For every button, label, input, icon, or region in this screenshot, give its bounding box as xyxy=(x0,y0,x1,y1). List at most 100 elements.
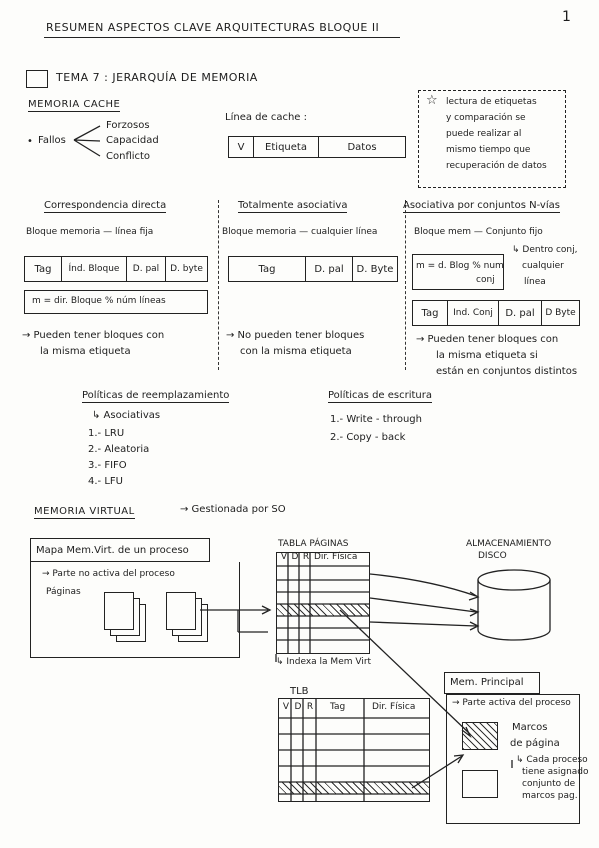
page-icon xyxy=(166,592,196,630)
tabla-paginas xyxy=(276,552,370,654)
asociativa-note-1: → No pueden tener bloques xyxy=(226,330,365,341)
field-tag: Tag xyxy=(229,257,306,281)
col-tag: Tag xyxy=(330,702,346,712)
cache-heading: MEMORIA CACHE xyxy=(28,99,121,112)
memp-title: Mem. Principal xyxy=(450,677,524,688)
conjuntos-dentro-2: cualquier xyxy=(522,261,564,271)
asociativa-mapping: Bloque memoria — cualquier línea xyxy=(222,227,378,237)
tema-title: TEMA 7 : JERARQUÍA DE MEMORIA xyxy=(56,71,258,84)
conjuntos-mapping: Bloque mem — Conjunto fijo xyxy=(414,227,543,237)
asociativa-note-2: con la misma etiqueta xyxy=(240,346,352,357)
directa-note-1: → Pueden tener bloques con xyxy=(22,330,165,341)
col-dir-fisica: Dir. Física xyxy=(314,552,358,562)
col-r: R xyxy=(306,702,314,712)
marcos-note-3: conjunto de xyxy=(522,779,576,789)
asociativa-heading: Totalmente asociativa xyxy=(238,200,348,213)
conjuntos-note-1: → Pueden tener bloques con xyxy=(416,334,559,345)
escritura-item: 2.- Copy - back xyxy=(330,432,406,443)
directa-note-2: la misma etiqueta xyxy=(40,346,131,357)
fallo-capacidad: Capacidad xyxy=(106,135,159,146)
escritura-item: 1.- Write - through xyxy=(330,414,422,425)
fallo-forzosos: Forzosos xyxy=(106,120,150,131)
field-d-byte: D. Byte xyxy=(356,263,394,275)
memp-box xyxy=(446,694,580,824)
directa-fields: Tag Índ. Bloque D. pal D. byte xyxy=(24,256,208,282)
field-ind-conj: Ind. Conj xyxy=(448,301,499,325)
marcos-note-1: ↳ Cada proceso xyxy=(516,755,588,765)
note-line-1: lectura de etiquetas xyxy=(446,97,537,107)
note-line-3: puede realizar al xyxy=(446,129,522,139)
tabla-caption: ↳ Indexa la Mem Virt xyxy=(276,657,372,667)
star-icon: ☆ xyxy=(426,93,438,108)
marcos-note-4: marcos pag. xyxy=(522,791,578,801)
tabla-title: TABLA PÁGINAS xyxy=(278,539,349,549)
marcos-note-2: tiene asignado xyxy=(522,767,589,777)
marcos-label-1: Marcos xyxy=(512,722,548,733)
folder-icon xyxy=(462,722,498,750)
conjuntos-dentro-1: ↳ Dentro conj, xyxy=(512,245,578,255)
field-d-byte: D. byte xyxy=(170,264,203,274)
checkbox xyxy=(26,70,48,88)
column-divider xyxy=(218,200,219,370)
reemplazo-item: 1.- LRU xyxy=(88,428,125,439)
page-number: 1 xyxy=(562,9,571,25)
reemplazo-item: 3.- FIFO xyxy=(88,460,127,471)
marcos-label-2: de página xyxy=(510,738,560,749)
reemplazo-item: 2.- Aleatoria xyxy=(88,444,150,455)
field-tag: Tag xyxy=(25,257,62,281)
note-line-2: y comparación se xyxy=(446,113,526,123)
mapa-sub: → Parte no activa del proceso xyxy=(42,569,175,579)
virtual-heading: MEMORIA VIRTUAL xyxy=(34,506,135,519)
directa-formula: m = dir. Bloque % núm líneas xyxy=(32,296,166,306)
field-datos: Datos xyxy=(347,141,377,153)
bullet: • xyxy=(27,136,33,147)
fallos-label: Fallos xyxy=(38,135,66,146)
col-v: V xyxy=(282,702,290,712)
reemplazo-heading: Políticas de reemplazamiento xyxy=(82,390,230,403)
page-icon xyxy=(104,592,134,630)
folder-icon xyxy=(462,770,498,798)
conjuntos-formula-1: m = d. Blog % num xyxy=(416,261,504,271)
field-tag: Tag xyxy=(413,301,448,325)
hatched-row xyxy=(277,604,369,616)
mapa-title-box xyxy=(30,538,210,562)
directa-heading: Correspondencia directa xyxy=(44,200,167,213)
memp-title-box xyxy=(444,672,540,694)
field-d-pal: D. pal xyxy=(499,301,542,325)
conjuntos-fields: Tag Ind. Conj D. pal D Byte xyxy=(412,300,580,326)
virtual-gestion: → Gestionada por SO xyxy=(180,504,286,515)
linea-cache-fields: V Etiqueta Datos xyxy=(228,136,406,158)
fallo-conflicto: Conflicto xyxy=(106,151,151,162)
conjuntos-dentro-3: línea xyxy=(524,277,546,287)
note-line-5: recuperación de datos xyxy=(446,161,547,171)
field-v: V xyxy=(229,137,254,157)
paginas-label: Páginas xyxy=(46,587,81,597)
conjuntos-note-3: están en conjuntos distintos xyxy=(436,366,578,377)
col-dir-fisica: Dir. Física xyxy=(372,702,416,712)
column-divider xyxy=(405,200,406,370)
col-r: R xyxy=(302,552,310,562)
conjuntos-heading: Asociativa por conjuntos N-vías xyxy=(403,200,560,213)
field-d-pal: D. pal xyxy=(127,257,166,281)
field-etiqueta: Etiqueta xyxy=(254,137,319,157)
directa-formula-box xyxy=(24,290,208,314)
field-d-pal: D. pal xyxy=(306,257,353,281)
col-d: D xyxy=(294,702,302,712)
field-d-byte: D Byte xyxy=(545,308,576,318)
reemplazo-item: 4.- LFU xyxy=(88,476,123,487)
col-v: V xyxy=(280,552,288,562)
escritura-heading: Políticas de escritura xyxy=(328,390,432,403)
disco-label-2: DISCO xyxy=(478,551,507,561)
note-box xyxy=(418,90,566,188)
linea-cache-label: Línea de cache : xyxy=(225,112,307,123)
mapa-title: Mapa Mem.Virt. de un proceso xyxy=(36,545,189,556)
conjuntos-formula-2: conj xyxy=(476,275,495,285)
title-underline xyxy=(44,37,400,38)
col-d: D xyxy=(291,552,299,562)
disco-label-1: ALMACENAMIENTO xyxy=(466,539,552,549)
asociativa-fields: Tag D. pal D. Byte xyxy=(228,256,398,282)
reemplazo-sub: ↳ Asociativas xyxy=(92,410,161,421)
page-title: RESUMEN ASPECTOS CLAVE ARQUITECTURAS BLO… xyxy=(46,21,380,34)
field-ind-bloque: Índ. Bloque xyxy=(62,257,127,281)
